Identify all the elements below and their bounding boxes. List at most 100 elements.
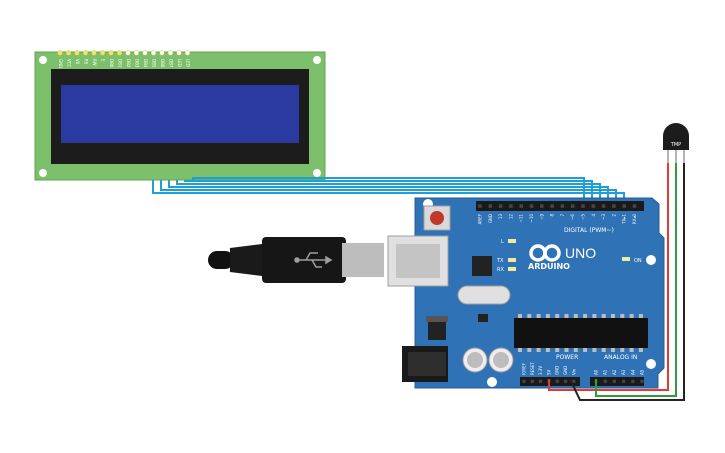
analog-pin-a2[interactable] xyxy=(612,379,616,383)
power-pin-label: GND xyxy=(563,366,568,375)
wire-lcd-db7[interactable] xyxy=(192,177,585,212)
digital-pin-2[interactable] xyxy=(612,204,616,208)
arduino-logo-icon xyxy=(529,244,561,262)
analog-pin-a3[interactable] xyxy=(622,379,626,383)
reset-button[interactable] xyxy=(423,205,451,231)
lcd-pin-db2[interactable] xyxy=(125,50,131,56)
digital-pin-5[interactable] xyxy=(581,204,585,208)
digital-pin-12[interactable] xyxy=(509,204,513,208)
mount-hole xyxy=(646,359,656,369)
power-pin-gnd[interactable] xyxy=(555,379,559,383)
digital-pin-4[interactable] xyxy=(591,204,596,208)
power-jack-inner xyxy=(408,352,446,376)
led-rx xyxy=(508,267,516,271)
led-rx-label: RX xyxy=(497,267,504,273)
lcd-pin-db1[interactable] xyxy=(116,50,123,56)
digital-pin-label: 12 xyxy=(508,214,513,220)
lcd-pin-db0[interactable] xyxy=(108,50,114,56)
chip-leg xyxy=(592,348,597,352)
power-pin-label: GND xyxy=(555,366,560,375)
digital-pin-9[interactable] xyxy=(540,204,544,208)
chip-leg xyxy=(611,348,615,352)
digital-pin-10[interactable] xyxy=(529,204,534,208)
digital-pin-6[interactable] xyxy=(570,204,575,208)
lcd-pin-label: DB3 xyxy=(135,59,140,68)
digital-pin-AREF[interactable] xyxy=(478,204,482,208)
power-pin-gnd[interactable] xyxy=(563,379,568,383)
usb-icon xyxy=(294,252,333,268)
digital-pin-GND[interactable] xyxy=(488,204,493,208)
voltage-regulator xyxy=(428,320,446,340)
wire-sensor-analog[interactable] xyxy=(595,163,677,397)
chip-leg xyxy=(527,348,532,352)
analog-pin-a5[interactable] xyxy=(640,379,644,383)
mount-hole xyxy=(39,169,47,177)
power-header-label: POWER xyxy=(556,354,578,361)
wire-sensor-power[interactable] xyxy=(548,163,669,391)
lcd-pin-db6[interactable] xyxy=(159,50,165,56)
power-pin-label: Vin xyxy=(571,368,576,375)
power-pin-33v[interactable] xyxy=(539,379,543,383)
digital-pin-label: TX▸1 xyxy=(622,214,627,225)
smd-component xyxy=(478,314,488,322)
led-on xyxy=(622,257,630,261)
digital-pin-13[interactable] xyxy=(498,204,503,208)
power-pin-reset[interactable] xyxy=(530,379,534,383)
lcd-pin-label: DB7 xyxy=(169,59,174,68)
chip-leg xyxy=(592,314,597,318)
digital-header[interactable] xyxy=(476,201,644,211)
power-pin-ioref[interactable] xyxy=(522,379,526,383)
chip-leg xyxy=(536,348,541,352)
digital-pin-11[interactable] xyxy=(519,204,523,208)
arduino-brand: ARDUINO xyxy=(528,262,570,271)
chip-leg xyxy=(638,314,643,318)
lcd-pin-label: DB2 xyxy=(126,59,131,68)
analog-pin-a4[interactable] xyxy=(631,379,635,383)
wire-sensor-ground[interactable] xyxy=(569,163,685,401)
crystal-oscillator xyxy=(457,285,511,305)
digital-pin-8[interactable] xyxy=(550,204,554,208)
usb-cable[interactable] xyxy=(208,237,384,283)
power-pin-label: IOREF xyxy=(522,362,527,375)
lcd-pin-db5[interactable] xyxy=(150,50,157,56)
lcd-pin-label: DB4 xyxy=(143,59,148,68)
analog-pin-label: A2 xyxy=(612,369,617,375)
lcd-pin-db4[interactable] xyxy=(142,50,148,56)
lcd-pin-v0[interactable] xyxy=(74,50,80,56)
digital-pin-label: 7 xyxy=(560,214,565,217)
lcd-pin-db7[interactable] xyxy=(167,50,174,56)
lcd-pin-gnd[interactable] xyxy=(57,50,63,56)
lcd-pin-label: V0 xyxy=(75,59,80,65)
digital-header-label: DIGITAL (PWM~) xyxy=(564,227,614,234)
lcd-pin-e[interactable] xyxy=(99,50,106,56)
digital-pin-TX1[interactable] xyxy=(622,204,626,208)
lcd-pin-led[interactable] xyxy=(176,50,182,56)
mount-hole xyxy=(313,169,321,177)
lcd-pin-rs[interactable] xyxy=(82,50,89,56)
analog-pin-a1[interactable] xyxy=(603,379,607,383)
lcd-pin-label: DB5 xyxy=(152,59,157,68)
digital-pin-3[interactable] xyxy=(601,204,606,208)
tmp36-sensor[interactable]: TMP xyxy=(663,123,689,163)
digital-pin-label: ~9 xyxy=(539,214,544,220)
wire-lcd-db6[interactable] xyxy=(184,180,593,212)
digital-pin-label: ~5 xyxy=(581,214,586,220)
lcd-pin-db3[interactable] xyxy=(133,50,140,56)
digital-pin-RX0[interactable] xyxy=(632,204,637,208)
lcd-pin-led[interactable] xyxy=(184,50,191,56)
power-pin-vin[interactable] xyxy=(572,379,576,383)
chip-leg xyxy=(545,348,550,352)
lcd-pin-vcc[interactable] xyxy=(65,50,72,56)
digital-pin-label: AREF xyxy=(478,213,483,224)
analog-pin-label: A0 xyxy=(594,369,599,375)
lcd-pin-label: LED xyxy=(186,59,191,67)
digital-pin-7[interactable] xyxy=(560,204,565,208)
lcd-pin-label: DB6 xyxy=(160,59,165,68)
lcd-pin-rw[interactable] xyxy=(91,50,97,56)
reset-button-cap[interactable] xyxy=(430,211,444,225)
analog-header[interactable] xyxy=(590,377,644,386)
